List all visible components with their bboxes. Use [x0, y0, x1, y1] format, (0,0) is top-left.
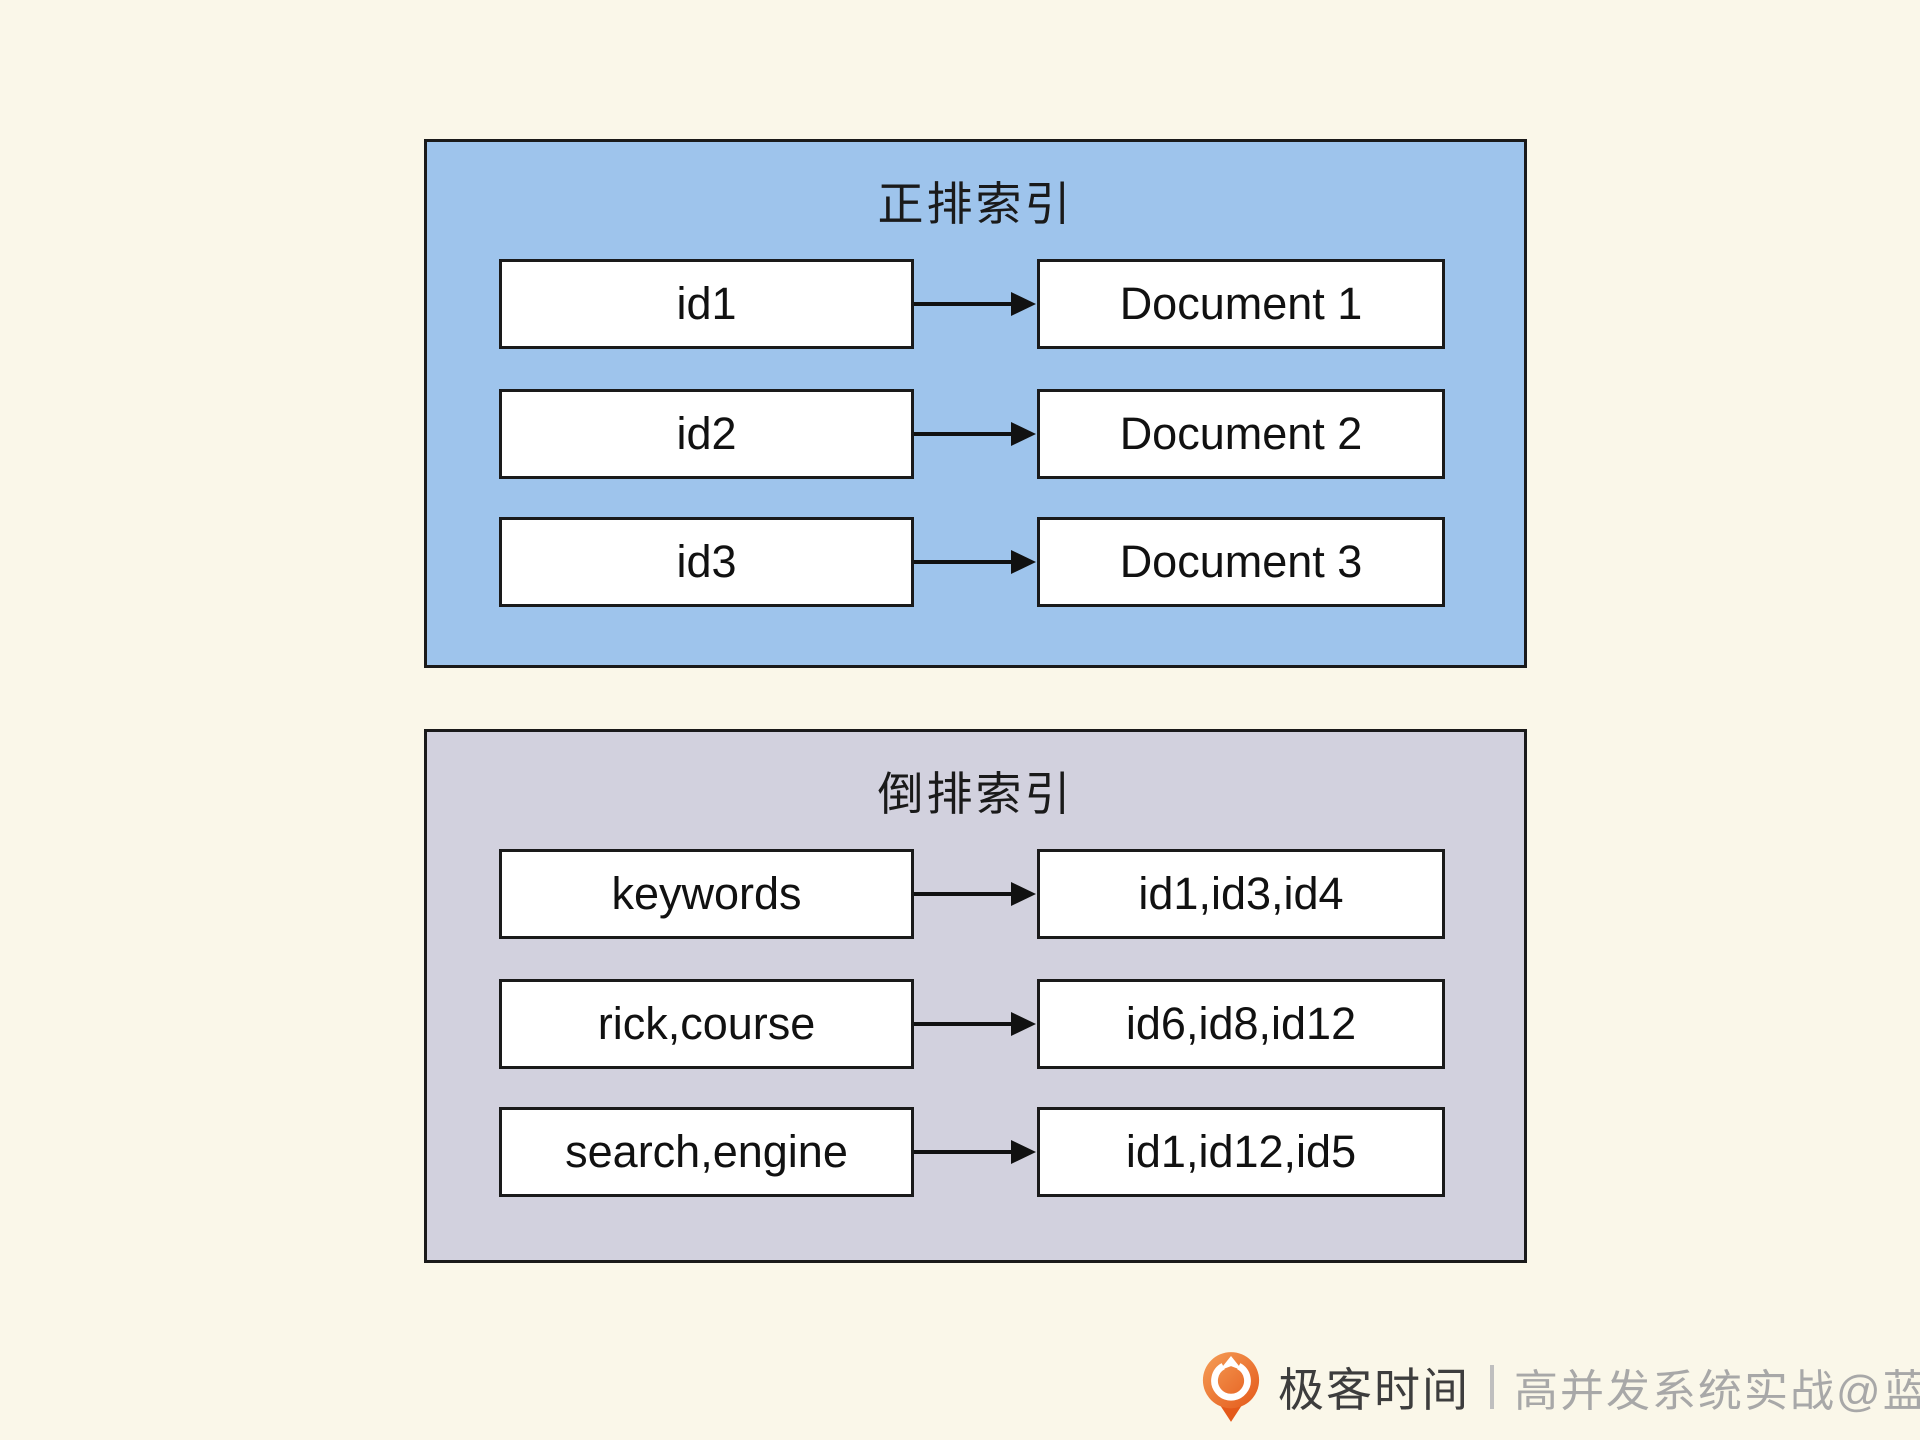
key-box: id2: [499, 389, 914, 479]
key-box: keywords: [499, 849, 914, 939]
arrow-right-icon: [914, 422, 1036, 446]
footer-divider: [1490, 1365, 1494, 1409]
geektime-pin-icon: [1202, 1352, 1260, 1422]
key-box: id3: [499, 517, 914, 607]
panel-title: 倒排索引: [877, 768, 1074, 820]
value-box: Document 1: [1037, 259, 1445, 349]
key-box: search,engine: [499, 1107, 914, 1197]
arrow-right-icon: [914, 1012, 1036, 1036]
value-box: id1,id3,id4: [1037, 849, 1445, 939]
footer-credit: 极客时间 高并发系统实战@蓝天: [1200, 1350, 1920, 1424]
credit-text: 高并发系统实战@蓝天: [1514, 1367, 1920, 1416]
key-box: rick,course: [499, 979, 914, 1069]
value-box: id1,id12,id5: [1037, 1107, 1445, 1197]
panel-forward-index: 正排索引 id1 Document 1 id2 Document 2 id3 D…: [424, 139, 1527, 668]
panel-title: 正排索引: [877, 178, 1074, 230]
panel-inverted-index: 倒排索引 keywords id1,id3,id4 rick,course id…: [424, 729, 1527, 1263]
value-box: Document 2: [1037, 389, 1445, 479]
arrow-right-icon: [914, 882, 1036, 906]
arrow-right-icon: [914, 1140, 1036, 1164]
brand-name: 极客时间: [1278, 1364, 1470, 1416]
arrow-right-icon: [914, 550, 1036, 574]
key-box: id1: [499, 259, 914, 349]
value-box: id6,id8,id12: [1037, 979, 1445, 1069]
value-box: Document 3: [1037, 517, 1445, 607]
arrow-right-icon: [914, 292, 1036, 316]
